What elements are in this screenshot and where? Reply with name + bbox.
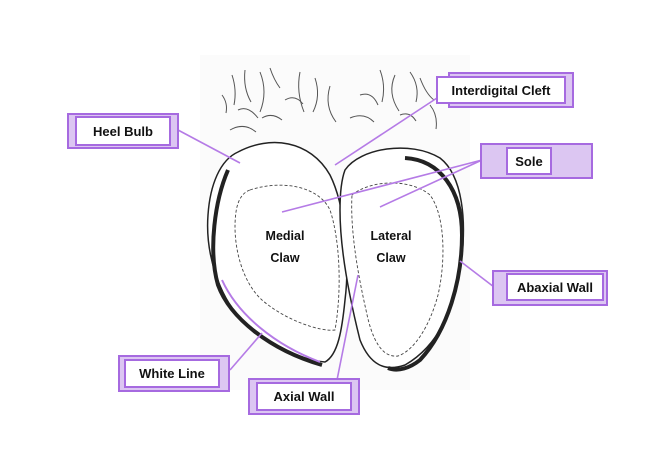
interdigital-cleft-callout: Interdigital Cleft — [436, 72, 574, 108]
interdigital-cleft-label: Interdigital Cleft — [436, 76, 566, 104]
sole-leader-medial — [281, 159, 483, 213]
interdigital-cleft-leader — [334, 97, 438, 166]
lateral-claw-label: Lateral Claw — [362, 225, 420, 269]
axial-wall-leader — [336, 274, 359, 381]
sole-callout: Sole — [480, 143, 593, 179]
lateral-wall-outline — [387, 156, 465, 372]
sole-label: Sole — [506, 147, 552, 175]
axial-wall-label: Axial Wall — [256, 382, 352, 411]
white-line-callout: White Line — [118, 355, 230, 392]
abaxial-wall-leader — [459, 260, 495, 288]
medial-claw-outline — [206, 141, 348, 363]
medial-claw-line1: Medial — [265, 229, 305, 243]
heel-bulb-leader — [177, 129, 241, 164]
lateral-sole-inner — [351, 182, 444, 357]
medial-claw-line2: Claw — [270, 251, 300, 265]
medial-wall-outline — [211, 169, 323, 367]
abaxial-wall-callout: Abaxial Wall — [492, 270, 608, 306]
white-line-trace — [221, 279, 321, 363]
abaxial-wall-label: Abaxial Wall — [506, 273, 604, 301]
axial-wall-callout: Axial Wall — [248, 378, 360, 415]
hair-strokes — [221, 67, 437, 133]
heel-bulb-label: Heel Bulb — [75, 116, 171, 146]
heel-bulb-callout: Heel Bulb — [67, 113, 179, 149]
leader-lines — [177, 97, 495, 381]
lateral-claw-line2: Claw — [376, 251, 406, 265]
medial-claw-label: Medial Claw — [258, 225, 312, 269]
white-line-label: White Line — [124, 359, 220, 388]
white-line-leader — [229, 332, 263, 371]
medial-sole-inner — [234, 184, 340, 331]
lateral-claw-outline — [339, 147, 465, 369]
sole-leader-lateral — [379, 159, 483, 208]
lateral-claw-line1: Lateral — [370, 229, 412, 243]
